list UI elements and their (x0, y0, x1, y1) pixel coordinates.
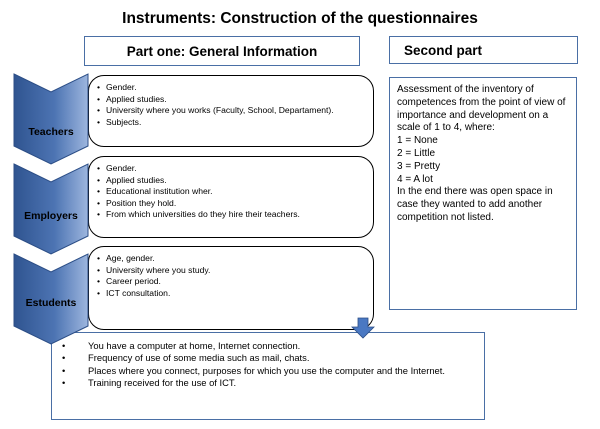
list-item: Subjects. (97, 117, 365, 129)
students-info-box: Age, gender. University where you study.… (88, 246, 374, 330)
list-item: You have a computer at home, Internet co… (62, 340, 472, 352)
list-item: Training received for the use of ICT. (62, 377, 472, 389)
list-item: From which universities do they hire the… (97, 209, 365, 221)
list-item: Applied studies. (97, 94, 365, 106)
students-label: Estudents (25, 297, 77, 309)
list-item: Educational institution wher. (97, 186, 365, 198)
page-title: Instruments: Construction of the questio… (122, 10, 478, 27)
list-item: Gender. (97, 163, 365, 175)
scale-item: 3 = Pretty (397, 160, 441, 172)
scale-item: 2 = Little (397, 147, 436, 159)
list-item: University where you works (Faculty, Sch… (97, 105, 365, 117)
list-item: Position they hold. (97, 198, 365, 210)
second-part-closing: In the end there was open space in case … (397, 186, 553, 223)
employers-chevron-icon (13, 163, 89, 255)
second-part-box: Assessment of the inventory of competenc… (389, 77, 577, 310)
list-item: Gender. (97, 82, 365, 94)
scale-item: 1 = None (397, 135, 438, 147)
students-chevron-icon (13, 253, 89, 345)
list-item: Applied studies. (97, 175, 365, 187)
list-item: University where you study. (97, 265, 365, 277)
employers-info-box: Gender. Applied studies. Educational ins… (88, 156, 374, 238)
part-two-header-label: Second part (404, 42, 483, 58)
teachers-info-box: Gender. Applied studies. University wher… (88, 75, 374, 147)
second-part-intro: Assessment of the inventory of competenc… (397, 84, 566, 134)
scale-item: 4 = A lot (397, 173, 433, 185)
teachers-label: Teachers (28, 126, 74, 138)
list-item: Frequency of use of some media such as m… (62, 352, 472, 364)
part-one-header: Part one: General Information (84, 36, 360, 66)
list-item: Age, gender. (97, 253, 365, 265)
down-arrow-icon (351, 317, 375, 339)
teachers-chevron-icon (13, 73, 89, 165)
employers-label: Employers (24, 210, 78, 222)
students-computer-usage-box: You have a computer at home, Internet co… (51, 332, 485, 420)
part-two-header: Second part (389, 36, 578, 64)
list-item: ICT consultation. (97, 288, 365, 300)
part-one-header-label: Part one: General Information (126, 43, 318, 59)
list-item: Places where you connect, purposes for w… (62, 365, 472, 377)
list-item: Career period. (97, 276, 365, 288)
